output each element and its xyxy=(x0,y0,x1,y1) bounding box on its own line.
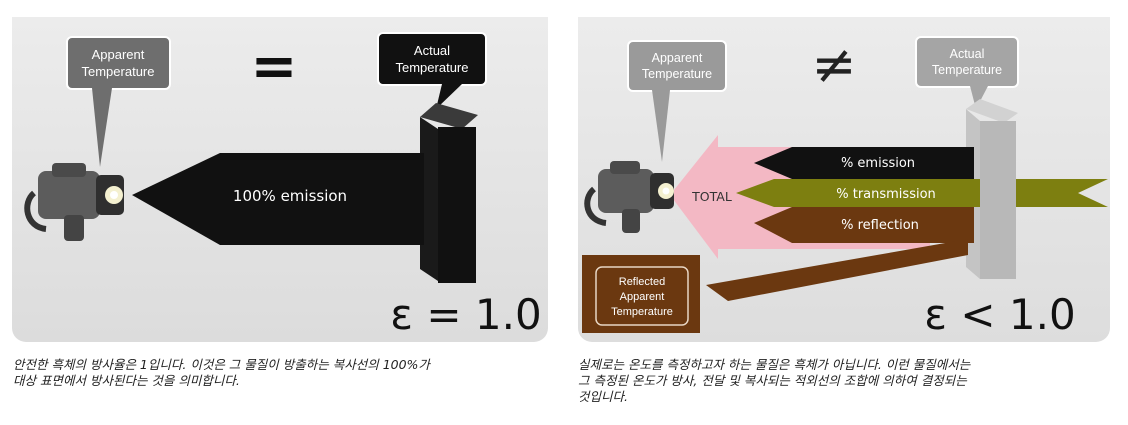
caption-real-object: 실제로는 온도를 측정하고자 하는 물질은 흑체가 아닙니다. 이런 물질에서는… xyxy=(578,357,1098,405)
blackbody-wall xyxy=(420,103,478,283)
reflection-band xyxy=(754,207,974,243)
caption-line: 실제로는 온도를 측정하고자 하는 물질은 흑체가 아닙니다. 이런 물질에서는 xyxy=(578,357,971,372)
caption-line: 대상 표면에서 방사된다는 것을 의미합니다. xyxy=(13,373,240,388)
actual-label-line2: Temperature xyxy=(396,60,469,75)
reflected-ray xyxy=(706,239,968,301)
caption-line: 안전한 흑체의 방사율은 1입니다. 이것은 그 물질이 방출하는 복사선의 1… xyxy=(13,357,430,372)
epsilon-label: ε < 1.0 xyxy=(924,290,1075,339)
emission-label: % emission xyxy=(841,156,915,171)
transmission-tail xyxy=(998,179,1108,207)
caption-line: 것입니다. xyxy=(578,389,628,404)
apparent-label-line1: Apparent xyxy=(652,51,703,65)
total-label: TOTAL xyxy=(691,189,732,204)
reflected-label-line2: Apparent xyxy=(620,291,665,303)
transmission-band xyxy=(736,179,980,207)
transmission-label: % transmission xyxy=(836,187,936,202)
actual-label-line1: Actual xyxy=(950,47,985,61)
reflected-label-line3: Temperature xyxy=(611,306,673,318)
not-equal-symbol: ≠ xyxy=(811,33,856,96)
thermal-camera-icon xyxy=(584,161,674,233)
caption-blackbody: 안전한 흑체의 방사율은 1입니다. 이것은 그 물질이 방출하는 복사선의 1… xyxy=(13,357,553,389)
apparent-temperature-callout: Apparent Temperature xyxy=(66,36,171,167)
thermal-camera-icon xyxy=(24,163,124,241)
actual-label-line2: Temperature xyxy=(932,63,1002,77)
real-object-diagram-svg: Apparent Temperature ≠ Actual Temperatur… xyxy=(582,33,1108,339)
actual-label-line1: Actual xyxy=(414,43,450,58)
blackbody-diagram: Apparent Temperature = Actual Temperatur… xyxy=(12,17,548,342)
reflected-label-line1: Reflected xyxy=(619,276,665,288)
apparent-temperature-callout: Apparent Temperature xyxy=(627,40,727,162)
reflection-label: % reflection xyxy=(841,218,919,233)
real-object-diagram: Apparent Temperature ≠ Actual Temperatur… xyxy=(578,17,1110,342)
emission-label: 100% emission xyxy=(233,187,347,205)
apparent-label-line1: Apparent xyxy=(92,47,145,62)
reflected-temperature-box: Reflected Apparent Temperature xyxy=(582,255,700,333)
actual-temperature-callout: Actual Temperature xyxy=(377,32,487,109)
apparent-label-line2: Temperature xyxy=(82,64,155,79)
emission-band xyxy=(754,147,974,179)
apparent-label-line2: Temperature xyxy=(642,67,712,81)
caption-line: 그 측정된 온도가 방사, 전달 및 복사되는 적외선의 조합에 의하여 결정되… xyxy=(578,373,967,388)
actual-temperature-callout: Actual Temperature xyxy=(915,36,1019,109)
epsilon-label: ε = 1.0 xyxy=(390,290,541,339)
emission-arrow xyxy=(132,153,424,245)
blackbody-diagram-svg: Apparent Temperature = Actual Temperatur… xyxy=(24,32,542,339)
equals-symbol: = xyxy=(251,34,298,99)
